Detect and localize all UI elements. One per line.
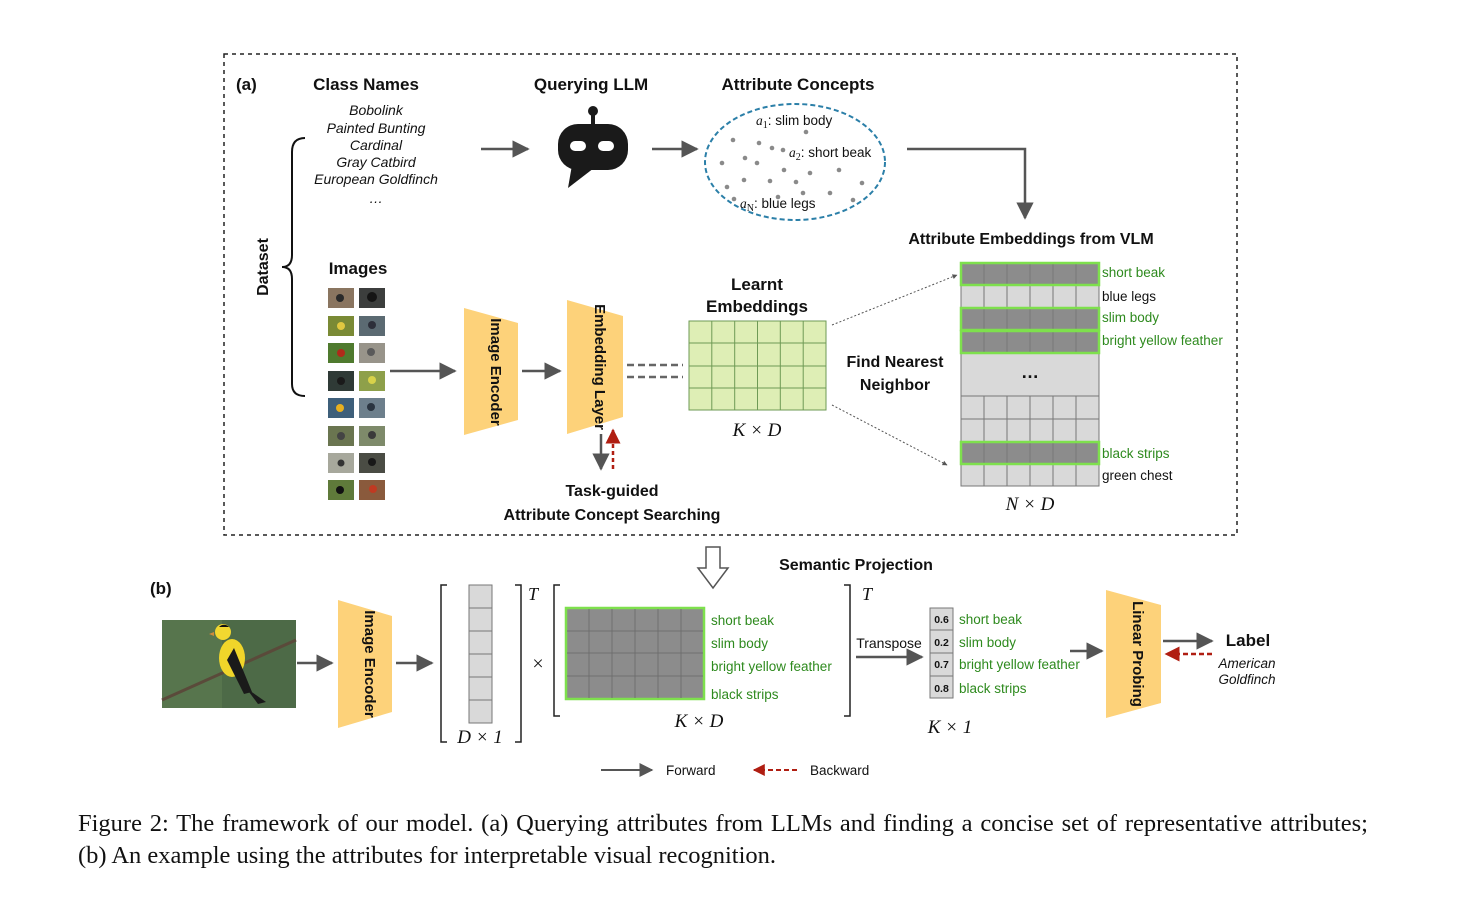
goldfinch-photo	[161, 620, 297, 708]
concept-labels: a1: slim body a2: short beak aN: blue le…	[740, 113, 872, 214]
learnt-embeddings-grid	[688, 320, 827, 411]
robot-icon	[558, 106, 628, 188]
panel-a-frame	[223, 53, 1238, 536]
concept-dots	[719, 129, 865, 203]
transpose-label: Transpose	[856, 635, 922, 651]
selected-row-highlight	[959, 329, 1101, 355]
nn-link-bottom	[831, 404, 948, 466]
querying-llm-heading: Querying LLM	[534, 75, 648, 94]
images-heading: Images	[329, 259, 388, 278]
attribute-concepts-ellipse	[704, 103, 886, 221]
matrix-row-label: black strips	[711, 687, 779, 702]
score-values: 0.6 0.2 0.7 0.8	[934, 614, 949, 695]
score-label: short beak	[959, 612, 1022, 627]
bird-thumbnails	[328, 288, 385, 500]
find-nearest-line1: Find Nearest	[847, 354, 945, 371]
vector-dim: D × 1	[456, 727, 503, 748]
image-encoder-b-label: Image Encoder	[361, 610, 378, 718]
selected-row-highlight	[959, 261, 1101, 287]
task-guided-line2: Attribute Concept Searching	[504, 507, 721, 524]
matrix-labels: short beak slim body bright yellow feath…	[711, 613, 832, 702]
bracket-right	[515, 584, 522, 743]
dataset-label: Dataset	[255, 237, 272, 295]
learnt-embeddings-dim: K × D	[732, 420, 782, 441]
matrix-bracket-left	[553, 584, 560, 717]
embedding-layer-label: Embedding Layer	[591, 304, 608, 430]
concept-label: aN: blue legs	[740, 196, 816, 214]
panel-a-tag: (a)	[236, 75, 257, 94]
image-encoder-a-label: Image Encoder	[487, 318, 504, 426]
vlm-row-label: green chest	[1102, 468, 1173, 483]
score-vector	[929, 607, 954, 699]
score-value: 0.8	[934, 683, 949, 695]
arrow-concepts-to-vlm	[907, 147, 1034, 220]
legend-backward-label: Backward	[810, 763, 869, 778]
transpose-sup-1: T	[528, 584, 540, 604]
legend-forward-label: Forward	[666, 763, 716, 778]
concept-label: a1: slim body	[756, 113, 833, 131]
selected-row-highlight	[959, 440, 1101, 466]
linear-probing	[1106, 590, 1161, 718]
vlm-dim: N × D	[1005, 494, 1055, 515]
nn-link-top	[831, 274, 958, 326]
vlm-heading: Attribute Embeddings from VLM	[908, 231, 1153, 248]
label-heading: Label	[1226, 631, 1270, 650]
vlm-row-label: black strips	[1102, 446, 1170, 461]
vlm-row-label: slim body	[1102, 310, 1159, 325]
vlm-matrix	[959, 261, 1101, 487]
score-labels: short beak slim body bright yellow feath…	[959, 612, 1080, 696]
vlm-row-label: bright yellow feather	[1102, 333, 1223, 348]
score-label: slim body	[959, 635, 1016, 650]
semantic-projection-label: Semantic Projection	[779, 557, 933, 574]
transpose-sup-2: T	[862, 584, 874, 604]
score-value: 0.6	[934, 614, 949, 626]
attribute-matrix	[564, 606, 706, 701]
figure-caption: Figure 2: The framework of our model. (a…	[78, 810, 1368, 869]
score-value: 0.7	[934, 659, 949, 671]
matrix-bracket-right	[844, 584, 851, 717]
vlm-row-label: blue legs	[1102, 289, 1156, 304]
vlm-row-labels: short beak blue legs slim body bright ye…	[1102, 265, 1223, 483]
attribute-concepts-heading: Attribute Concepts	[722, 75, 875, 94]
score-label: bright yellow feather	[959, 657, 1080, 672]
linear-probing-label: Linear Probing	[1129, 601, 1146, 707]
panel-b-tag: (b)	[150, 579, 172, 598]
dataset-brace	[281, 137, 306, 397]
matrix-dim: K × D	[674, 711, 724, 732]
class-name: …	[369, 190, 383, 206]
vlm-row-label: short beak	[1102, 265, 1165, 280]
scores-dim: K × 1	[927, 717, 973, 738]
embedding-layer	[567, 300, 623, 434]
class-names-list: Bobolink Painted Bunting Cardinal Gray C…	[314, 102, 438, 206]
label-value-line2: Goldfinch	[1218, 672, 1275, 687]
matrix-row-label: slim body	[711, 636, 768, 651]
vlm-ellipsis: …	[1021, 362, 1039, 382]
task-guided-line1: Task-guided	[565, 483, 658, 500]
concept-label: a2: short beak	[789, 145, 872, 163]
matrix-row-label: bright yellow feather	[711, 659, 832, 674]
score-value: 0.2	[934, 637, 949, 649]
find-nearest-line2: Neighbor	[860, 377, 930, 394]
class-names-heading: Class Names	[313, 75, 419, 94]
image-encoder-b	[338, 600, 392, 728]
matrix-row-label: short beak	[711, 613, 774, 628]
class-name: Painted Bunting	[327, 120, 426, 136]
class-name: Gray Catbird	[336, 154, 417, 170]
class-name: Cardinal	[350, 137, 403, 153]
times-symbol: ×	[532, 653, 543, 675]
class-name: European Goldfinch	[314, 171, 438, 187]
label-value-line1: American	[1217, 656, 1275, 671]
bracket-left	[440, 584, 447, 743]
class-name: Bobolink	[349, 102, 404, 118]
feature-vector	[468, 584, 493, 724]
image-encoder-a	[464, 308, 518, 435]
semantic-projection-arrow	[696, 546, 730, 590]
learnt-embeddings-line2: Embeddings	[706, 297, 808, 316]
learnt-embeddings-line1: Learnt	[731, 275, 783, 294]
score-label: black strips	[959, 681, 1027, 696]
